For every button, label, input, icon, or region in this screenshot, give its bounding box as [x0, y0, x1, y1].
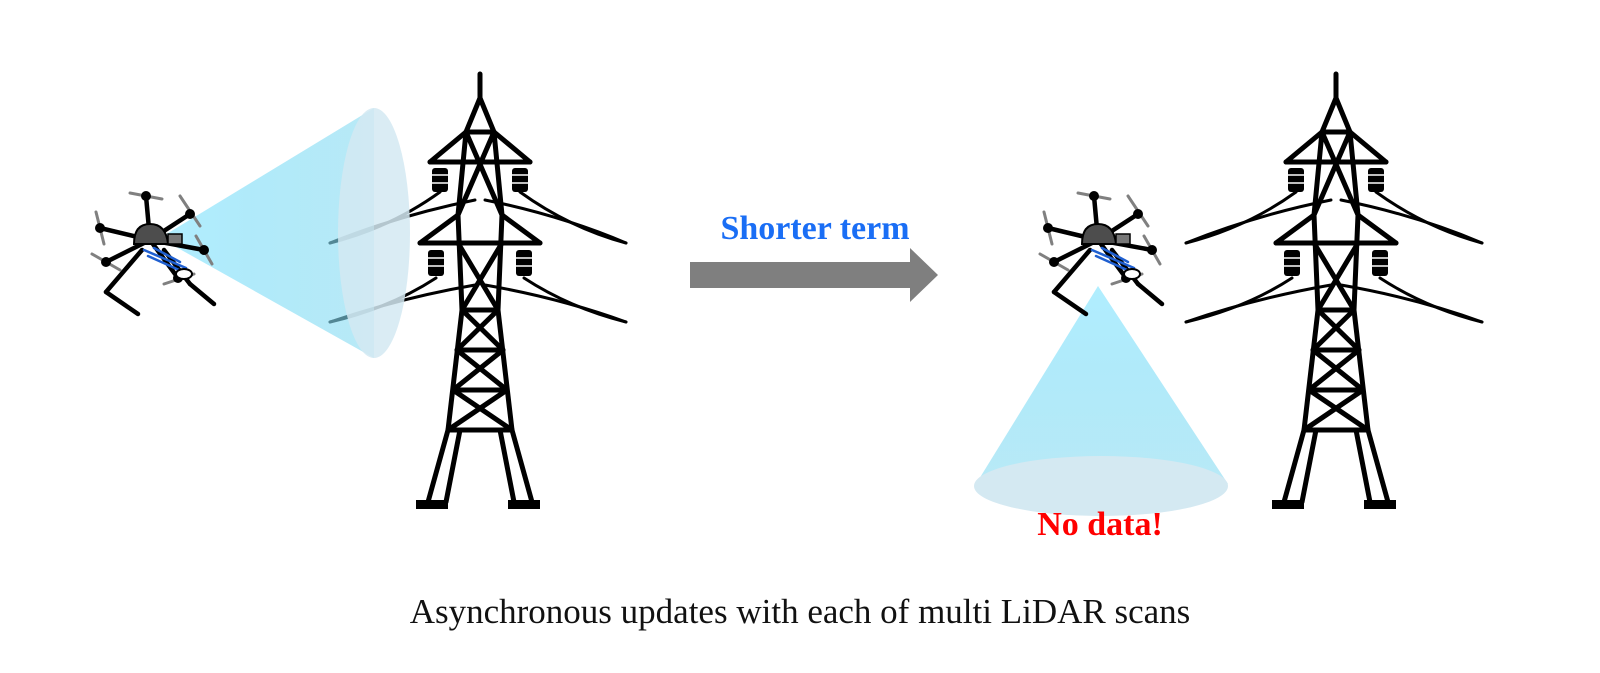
figure-caption: Asynchronous updates with each of multi …: [409, 592, 1191, 631]
left-scene: [92, 74, 626, 509]
power-tower-icon: [1186, 74, 1482, 509]
right-scene: [974, 74, 1482, 516]
transition-label: Shorter term: [720, 210, 910, 247]
lidar-beam: [974, 286, 1228, 516]
no-data-warning: No data!: [1037, 506, 1163, 543]
arrow-right-icon: [690, 248, 938, 302]
lidar-beam: [160, 108, 410, 358]
